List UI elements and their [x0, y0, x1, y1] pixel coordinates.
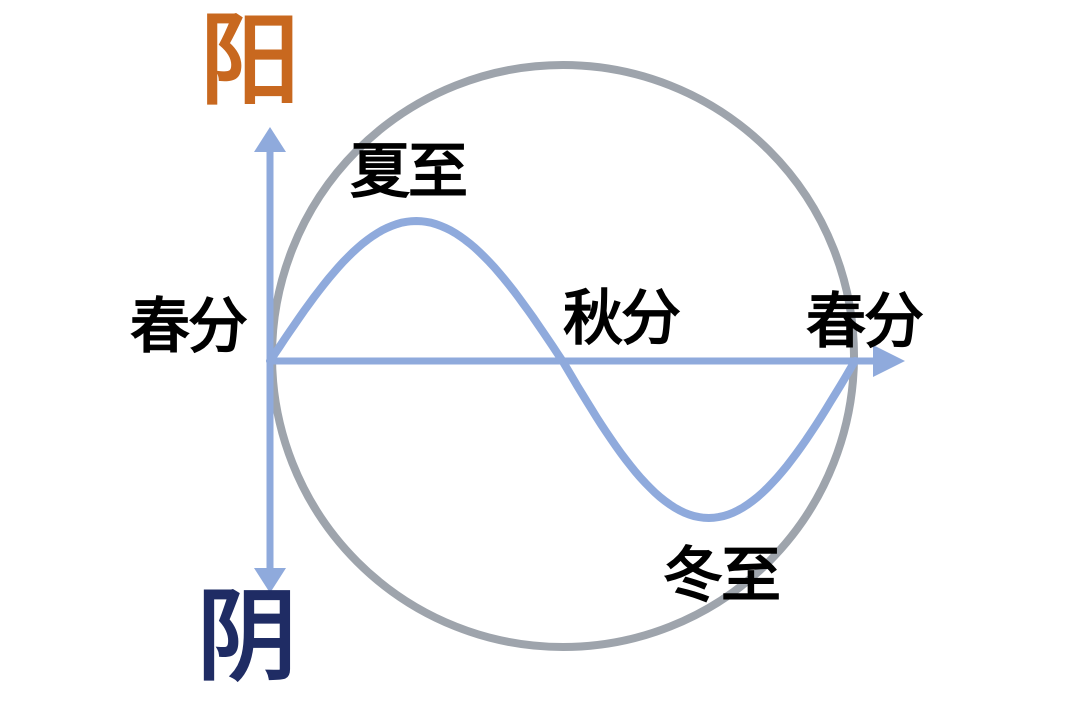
spring-equinox-right-label: 春分: [806, 289, 924, 355]
summer-solstice-label: 夏至: [350, 139, 468, 205]
autumn-equinox-label: 秋分: [563, 286, 681, 352]
yin-label: 阴: [197, 582, 297, 693]
spring-equinox-left-label: 春分: [130, 294, 248, 360]
sine-wave: [266, 216, 859, 523]
down-arrowhead-icon: [254, 568, 286, 593]
up-arrowhead-icon: [254, 127, 286, 152]
winter-solstice-label: 冬至: [663, 543, 781, 609]
right-arrowhead-icon: [873, 345, 905, 377]
yang-label: 阳: [200, 6, 300, 117]
